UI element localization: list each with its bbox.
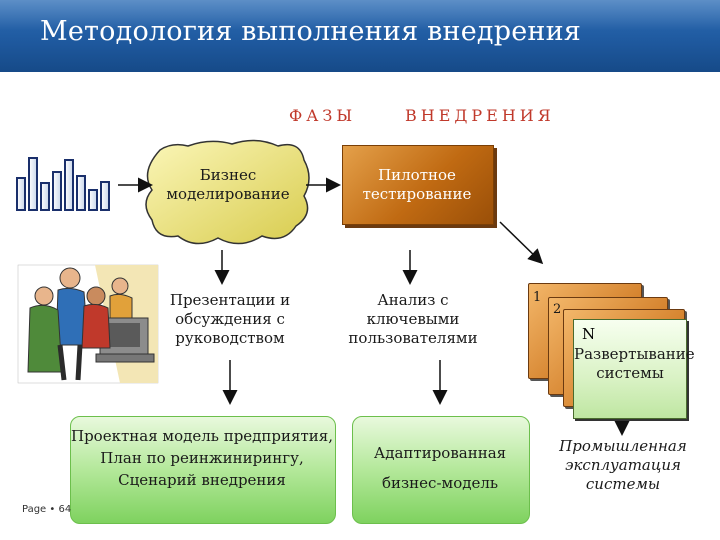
project-model-box [70, 416, 336, 524]
presentations-label: Презентации и обсуждения с руководством [169, 291, 291, 347]
project-model-label: Проектная модель предприятия, План по ре… [70, 427, 333, 489]
business-modeling-blob [145, 139, 310, 245]
analysis-label: Анализ с ключевыми пользователями [348, 291, 478, 347]
pilot-testing-box [342, 145, 494, 225]
deploy-card-1-number: 1 [533, 290, 542, 305]
page-number: Page • 64 [22, 504, 72, 515]
team-illustration [17, 264, 159, 384]
production-label: Промышленная эксплуатация системы [559, 437, 687, 493]
adapted-model-box [352, 416, 530, 524]
deploy-card-n: N Развертывание системы [573, 319, 695, 419]
business-modeling-label: Бизнес моделирование [166, 166, 290, 203]
adapted-model-label: Адаптированная бизнес-модель [373, 444, 507, 492]
phases-label: ФАЗЫ [289, 106, 357, 125]
deploy-card-2-number: 2 [553, 302, 562, 317]
arrow-pilot-to-cards [499, 221, 544, 265]
implementation-label: ВНЕДРЕНИЯ [405, 106, 555, 125]
bar-chart-icon [16, 157, 110, 211]
deploy-card-n-number: N [582, 325, 596, 343]
deploy-label: Развертывание системы [574, 345, 695, 382]
pilot-testing-label: Пилотное тестирование [362, 166, 472, 203]
slide-title: Методология выполнения внедрения [40, 16, 582, 47]
header-shine [0, 0, 720, 30]
header-bar: Методология выполнения внедрения [0, 0, 720, 72]
